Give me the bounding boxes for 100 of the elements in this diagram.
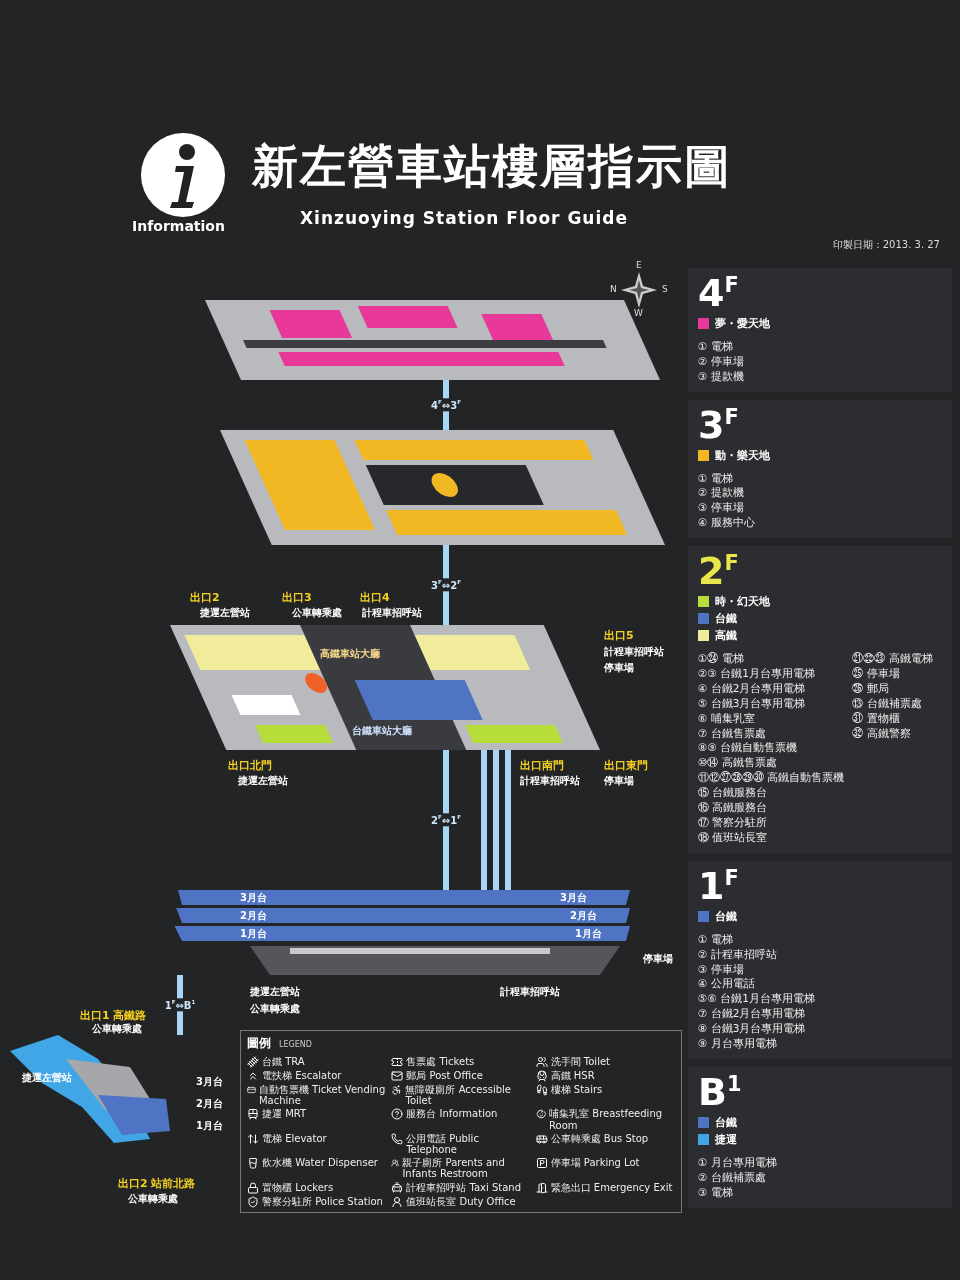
facility-item: ① 電梯: [698, 338, 734, 354]
facility-item: ⑤⑥ 台鐵1月台專用電梯: [698, 991, 815, 1007]
legend-label: 樓梯 Stairs: [550, 1084, 603, 1096]
destination-label: 停車場: [643, 952, 673, 966]
legend-label: 置物櫃 Lockers: [262, 1181, 334, 1193]
area-label: 3月台: [560, 891, 587, 905]
facility-item: ㉜ 高鐵警察: [852, 725, 912, 741]
area-label: 2月台: [196, 1097, 223, 1111]
facility-item: ⑦ 台鐵2月台專用電梯: [698, 1006, 807, 1022]
facility-item: ⑥ 哺集乳室: [698, 710, 756, 726]
destination-label: 公車轉乘處: [92, 1022, 142, 1036]
exit-label: 出口4: [360, 590, 390, 605]
legend-label: 飲水機 Water Dispenser: [262, 1157, 378, 1169]
facility-item: ⑱ 值班站長室: [698, 829, 769, 845]
area-label: 1月台: [240, 927, 267, 941]
destination-label: 公車轉乘處: [292, 606, 342, 620]
area-label: 捷運左營站: [22, 1071, 72, 1085]
facility-item: ② 停車場: [698, 353, 744, 369]
subtitle: Xinzuoying Station Floor Guide: [300, 208, 628, 228]
facility-item: ⑰ 警察分駐所: [698, 815, 769, 830]
compass-letter: E: [636, 260, 642, 270]
legend-label: 洗手間 Toilet: [550, 1056, 610, 1068]
elevator-shaft-line: [493, 750, 499, 890]
floor-heading: 2$^{F}$: [698, 552, 740, 592]
elevator-shaft-line: [481, 750, 487, 890]
facility-item: ② 提款機: [698, 485, 745, 501]
facility-item: ⑮ 台鐵服務台: [698, 785, 769, 801]
legend-label: 郵局 Post Office: [406, 1070, 483, 1082]
destination-label: 停車場: [604, 774, 634, 788]
facility-item: ⑯ 高鐵服務台: [698, 800, 769, 815]
facility-item: ① 電梯: [698, 470, 734, 486]
facility-item: ㉖ 郵局: [852, 680, 890, 696]
exit-label: 出口南門: [520, 758, 564, 773]
elevator-shaft-line: [443, 750, 449, 890]
edge-label: 3$^{F}$⇔2$^{F}$: [428, 578, 464, 592]
floor-heading: 3$^{F}$: [698, 405, 740, 446]
facility-item: ② 計程車招呼站: [698, 946, 778, 962]
area-label: 3月台: [196, 1075, 223, 1089]
legend-label: 無障礙廁所 Accessible Toilet: [405, 1084, 512, 1107]
elevator-shaft-line: [505, 750, 511, 890]
exit-label: 出口2 站前北路: [118, 1176, 196, 1191]
legend-label: 電梯 Elevator: [262, 1132, 327, 1144]
exit-label: 出口5: [604, 628, 634, 643]
facility-item: ④ 服務中心: [698, 515, 755, 531]
print-date: 印製日期：2013. 3. 27: [832, 238, 940, 252]
legend-label: 哺集乳室 Breastfeeding Room: [549, 1108, 664, 1131]
edge-label: 4$^{F}$⇔3$^{F}$: [428, 398, 464, 412]
facility-item: ㉑㉒㉓ 高鐵電梯: [852, 651, 933, 666]
legend-label: 動・樂天地: [715, 447, 770, 463]
area-label: 2月台: [240, 909, 267, 923]
floor-heading: 4$^{F}$: [698, 274, 740, 314]
facility-item: ③ 停車場: [698, 500, 745, 516]
facility-item: ③ 電梯: [698, 1184, 734, 1200]
destination-label: 計程車招呼站: [362, 606, 422, 620]
area-label: 高鐵車站大廳: [320, 647, 380, 661]
legend-label: 夢・愛天地: [715, 315, 770, 331]
facility-item: ① 電梯: [698, 931, 734, 947]
legend-label: 停車場 Parking Lot: [550, 1157, 640, 1169]
exit-label: 出口3: [282, 590, 312, 605]
legend-label: 服務台 Information: [406, 1108, 498, 1120]
legend-label: 自動售票機 Ticket Vending Machine: [258, 1084, 387, 1107]
compass-letter: S: [662, 284, 668, 294]
information-label: Information: [132, 218, 225, 234]
area-label: 3月台: [240, 891, 267, 905]
legend-label: 捷運: [715, 1131, 737, 1147]
legend-label: 台鐵 TRA: [262, 1056, 305, 1068]
exit-label: 出口東門: [604, 758, 648, 773]
title: 新左營車站樓層指示圖: [252, 138, 732, 195]
facility-item: ① 月台專用電梯: [698, 1154, 777, 1170]
legend-label: 公車轉乘處 Bus Stop: [550, 1132, 649, 1144]
legend-label: 售票處 Tickets: [406, 1056, 475, 1068]
destination-label: 公車轉乘處: [128, 1192, 178, 1206]
destination-label: 計程車招呼站: [604, 645, 664, 659]
facility-item: ③ 提款機: [698, 368, 744, 384]
legend-label: 公用電話 Public Telephone: [406, 1132, 480, 1156]
destination-label: 捷運左營站: [250, 985, 300, 999]
facility-item: ⑧⑨ 台鐵自動售票機: [698, 740, 799, 756]
facility-item: ①㉔ 電梯: [698, 651, 745, 666]
destination-label: 計程車招呼站: [500, 985, 560, 999]
legend-label: 高鐵 HSR: [550, 1070, 595, 1082]
destination-label: 公車轉乘處: [250, 1002, 300, 1016]
facility-item: ⑬ 台鐵補票處: [852, 695, 923, 711]
facility-item: ⑪⑫㉗㉘㉙㉚ 高鐵自動售票機: [698, 770, 845, 786]
facility-item: ⑦ 台鐵售票處: [698, 725, 767, 741]
facility-item: ㉕ 停車場: [852, 665, 901, 681]
legend-label: 值班站長室 Duty Office: [406, 1195, 516, 1207]
legend-label: 台鐵: [715, 908, 737, 924]
area-label: 1月台: [196, 1119, 223, 1133]
facility-item: ⑨ 月台專用電梯: [698, 1036, 778, 1051]
area-label: 台鐵車站大廳: [352, 724, 412, 738]
destination-label: 計程車招呼站: [520, 774, 580, 788]
legend-label: 計程車招呼站 Taxi Stand: [406, 1181, 522, 1193]
facility-item: ③ 停車場: [698, 961, 745, 977]
legend-label: 台鐵: [715, 1114, 737, 1130]
legend-label: 高鐵: [715, 628, 737, 643]
legend-label: 捷運 MRT: [262, 1108, 307, 1120]
facility-item: ㉛ 置物櫃: [852, 710, 901, 726]
destination-label: 停車場: [604, 661, 634, 675]
edge-label: 2$^{F}$⇔1$^{F}$: [428, 813, 464, 827]
floor-heading: B$^{1}$: [698, 1072, 743, 1113]
